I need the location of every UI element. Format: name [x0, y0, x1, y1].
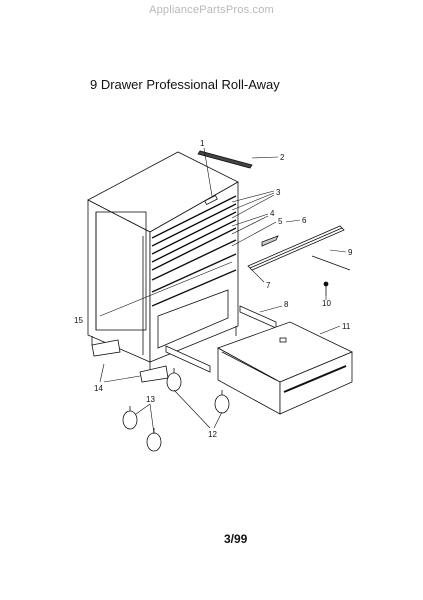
callout-12: 12 — [208, 430, 217, 439]
diagram-title: 9 Drawer Professional Roll-Away — [90, 77, 280, 92]
callout-8: 8 — [284, 300, 289, 309]
watermark-text: AppliancePartsPros.com — [149, 4, 274, 16]
callout-11: 11 — [342, 322, 351, 331]
revision-date: 3/99 — [224, 532, 248, 546]
callout-4: 4 — [270, 209, 275, 218]
callout-7: 7 — [266, 281, 271, 290]
drawer-part — [217, 321, 353, 415]
callout-10: 10 — [322, 299, 331, 308]
callout-14: 14 — [94, 384, 103, 393]
callout-6: 6 — [302, 216, 307, 225]
cabinet-body — [87, 151, 239, 372]
callout-13: 13 — [146, 395, 155, 404]
callout-3: 3 — [276, 188, 281, 197]
callout-1: 1 — [200, 139, 205, 148]
callout-9: 9 — [348, 248, 353, 257]
callout-15: 15 — [74, 316, 83, 325]
callout-2: 2 — [280, 153, 285, 162]
callout-5: 5 — [278, 217, 283, 226]
